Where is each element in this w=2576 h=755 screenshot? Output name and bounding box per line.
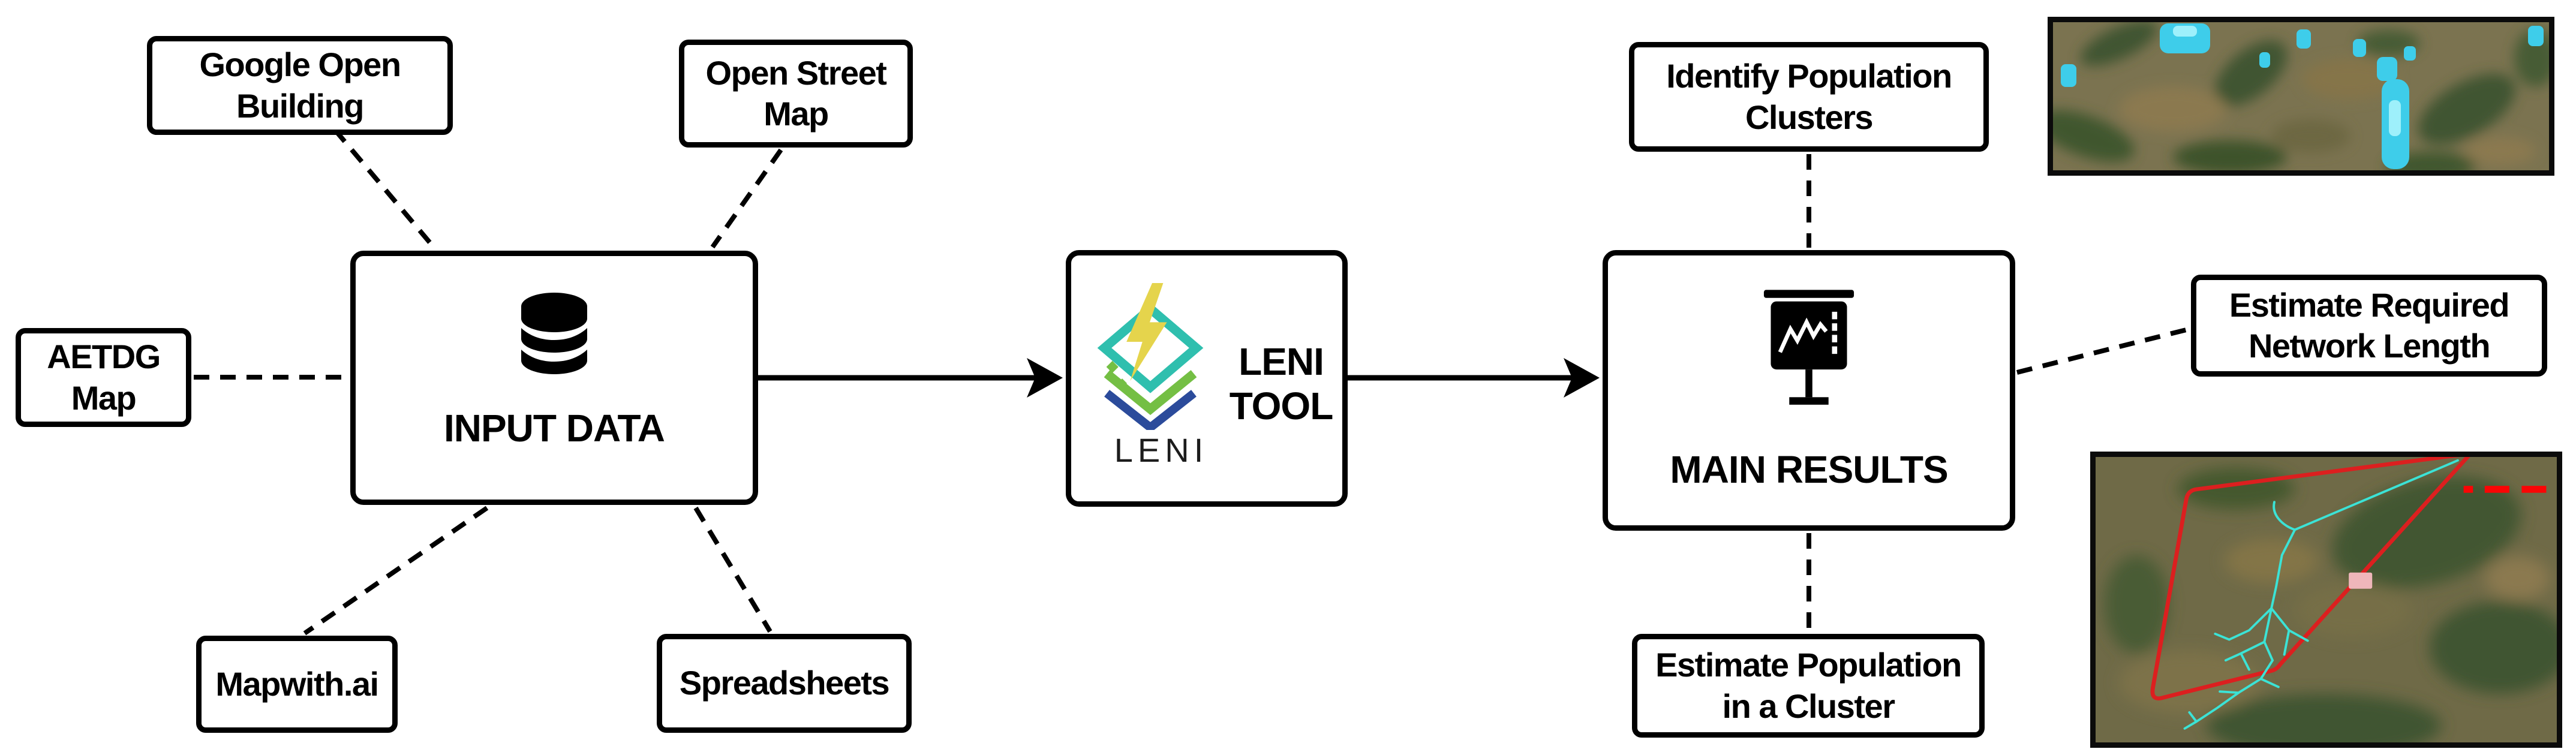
edge-google-to-input (332, 128, 436, 249)
node-label: Open Street (705, 53, 887, 92)
cluster-boundary-polygon (2150, 457, 2470, 701)
node-label: Estimate Population (1655, 646, 1962, 684)
node-label: Map (764, 95, 829, 133)
red-dashed-segment (2463, 486, 2547, 493)
satellite-image-cluster-network (2090, 452, 2562, 748)
node-label: Estimate Required (2229, 285, 2510, 324)
node-label: Map (71, 378, 137, 417)
arrowhead-leni-to-main (1564, 358, 1600, 398)
satellite-clusters-graphic (2053, 22, 2549, 170)
leni-title-line: LENI (1239, 340, 1324, 383)
edge-osm-to-input (710, 148, 783, 249)
flow-node-input-data: INPUT DATA (350, 251, 758, 505)
network-lines (2183, 459, 2459, 730)
flow-node-estimate-population-in-a-cluster: Estimate Population in a Cluster (1632, 634, 1985, 738)
node-label: AETDG (47, 338, 161, 376)
population-cluster-highlights (2061, 23, 2544, 169)
satellite-image-population-clusters (2048, 17, 2554, 176)
node-label: Google Open (199, 46, 401, 84)
flow-node-main-results: MAIN RESULTS (1603, 250, 2015, 531)
node-label: in a Cluster (1722, 687, 1895, 725)
flow-node-mapwith-ai: Mapwith.ai (196, 636, 398, 733)
leni-logo-wordmark: LENI (1114, 431, 1209, 469)
input-data-title: INPUT DATA (443, 407, 665, 450)
arrowhead-input-to-leni (1027, 358, 1063, 398)
edge-input-to-mapwith (303, 506, 489, 636)
flow-node-aetdg-map: AETDG Map (16, 328, 191, 427)
node-label: Mapwith.ai (215, 664, 379, 703)
node-label: Network Length (2248, 327, 2491, 365)
node-label: Clusters (1745, 98, 1874, 136)
satellite-network-graphic (2096, 457, 2557, 742)
node-label: Identify Population (1666, 57, 1952, 95)
pink-marker (2349, 572, 2373, 589)
leni-logo-icon (1097, 283, 1204, 430)
flow-node-identify-population-clusters: Identify Population Clusters (1629, 42, 1989, 152)
flow-node-google-open-building: Google Open Building (147, 36, 453, 135)
node-label: Building (236, 86, 364, 125)
node-label: Spreadsheets (679, 664, 890, 702)
flow-node-spreadsheets: Spreadsheets (657, 634, 912, 733)
leni-tool-title: LENI TOOL (1222, 339, 1340, 428)
flow-node-open-street-map: Open Street Map (679, 40, 913, 148)
flow-node-leni-tool: LENI LENI TOOL (1066, 250, 1348, 507)
edge-input-to-spreadsheets (693, 506, 773, 633)
presentation-line-chart-icon (1763, 290, 1854, 405)
main-results-title: MAIN RESULTS (1670, 448, 1948, 491)
leni-title-line: TOOL (1229, 384, 1334, 428)
database-icon (521, 293, 587, 374)
edge-main-to-network-length (2016, 327, 2189, 375)
flow-node-estimate-required-network-length: Estimate Required Network Length (2191, 275, 2547, 377)
